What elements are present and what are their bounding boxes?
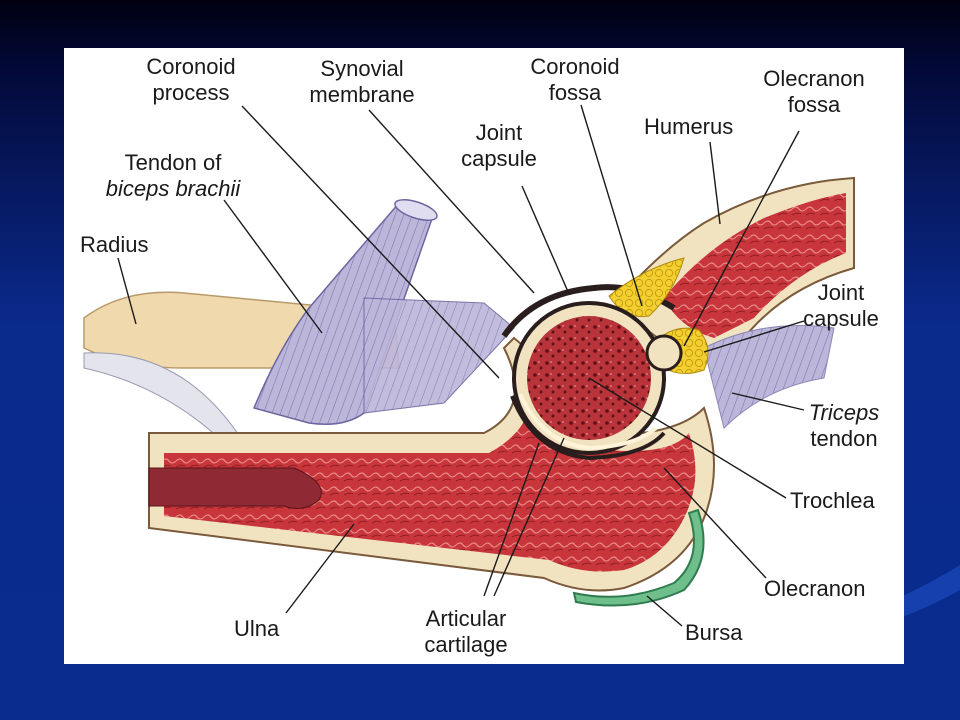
- articular-cartilage-arc: [510, 395, 666, 461]
- biceps-insertion: [363, 297, 515, 414]
- label-radius: Radius: [80, 232, 149, 257]
- elbow-illustration: [83, 104, 855, 627]
- label-humerus: Humerus: [644, 114, 734, 139]
- label-bursa: Bursa: [685, 620, 743, 645]
- bursa-shape: [572, 508, 705, 607]
- label-trochlea: Trochlea: [790, 488, 875, 513]
- label-olecranon: Olecranon: [764, 576, 866, 601]
- humerus-marrow: [664, 193, 846, 338]
- triceps-tendon: [703, 325, 835, 429]
- ulna-spongy-bone: [164, 393, 696, 572]
- leader-lines: [117, 104, 805, 627]
- ulna-marrow-canal: [148, 467, 322, 509]
- label-ulna: Ulna: [234, 616, 280, 641]
